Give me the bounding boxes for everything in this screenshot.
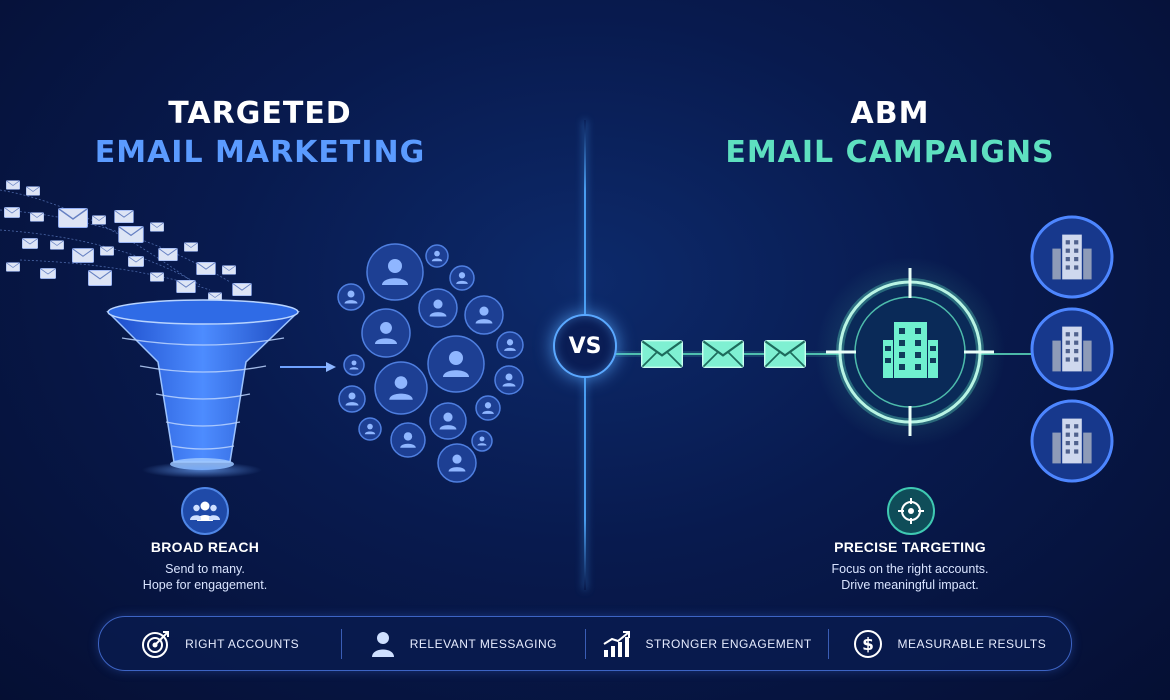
email-stream <box>0 180 252 302</box>
right-title: ABM EMAIL CAMPAIGNS <box>690 96 1090 170</box>
right-title-line2: EMAIL CAMPAIGNS <box>725 135 1055 170</box>
precise-targeting-title: PRECISE TARGETING <box>834 539 986 555</box>
audience-cluster <box>337 243 524 483</box>
benefit-label: MEASURABLE RESULTS <box>897 636 1047 651</box>
account-building-3 <box>1030 399 1114 483</box>
funnel-icon <box>104 298 300 478</box>
left-title-line2: EMAIL MARKETING <box>94 135 426 170</box>
growth-chart-icon <box>603 630 630 657</box>
right-title-line1: ABM <box>850 96 930 131</box>
benefit-label: STRONGER ENGAGEMENT <box>645 636 812 651</box>
precise-targeting-line1: Focus on the right accounts. <box>831 562 989 576</box>
benefit-measurable-results: $ MEASURABLE RESULTS <box>827 628 1071 659</box>
benefit-right-accounts: RIGHT ACCOUNTS <box>99 629 341 659</box>
arrow-icon <box>280 362 336 372</box>
envelope-icon <box>641 340 683 368</box>
benefit-label: RIGHT ACCOUNTS <box>185 636 300 651</box>
dollar-coin-icon: $ <box>854 629 883 658</box>
envelope-icon <box>764 340 806 368</box>
target-arrow-icon <box>142 630 170 658</box>
envelope-icon <box>702 340 744 368</box>
benefits-bar: RIGHT ACCOUNTS RELEVANT MESSAGING STRONG… <box>98 616 1072 671</box>
left-title: TARGETED EMAIL MARKETING <box>60 96 460 170</box>
crosshair-icon <box>887 487 935 535</box>
account-building-1 <box>1030 215 1114 299</box>
broad-reach-title: BROAD REACH <box>150 539 260 555</box>
broad-reach-caption: BROAD REACH Send to many. Hope for engag… <box>105 539 305 593</box>
benefit-stronger-engagement: STRONGER ENGAGEMENT <box>584 628 828 659</box>
svg-text:$: $ <box>863 635 875 655</box>
broad-reach-line2: Hope for engagement. <box>142 578 268 592</box>
account-building-2 <box>1030 307 1114 391</box>
vs-badge: VS <box>553 314 617 378</box>
benefit-label: RELEVANT MESSAGING <box>409 636 557 651</box>
precise-targeting-caption: PRECISE TARGETING Focus on the right acc… <box>810 539 1010 593</box>
person-icon <box>371 631 394 657</box>
group-icon <box>181 487 229 535</box>
benefit-relevant-messaging: RELEVANT MESSAGING <box>341 628 584 659</box>
left-title-line1: TARGETED <box>168 96 352 131</box>
target-reticle <box>815 257 1005 447</box>
broad-reach-line1: Send to many. <box>165 562 245 576</box>
precise-targeting-line2: Drive meaningful impact. <box>841 578 979 592</box>
